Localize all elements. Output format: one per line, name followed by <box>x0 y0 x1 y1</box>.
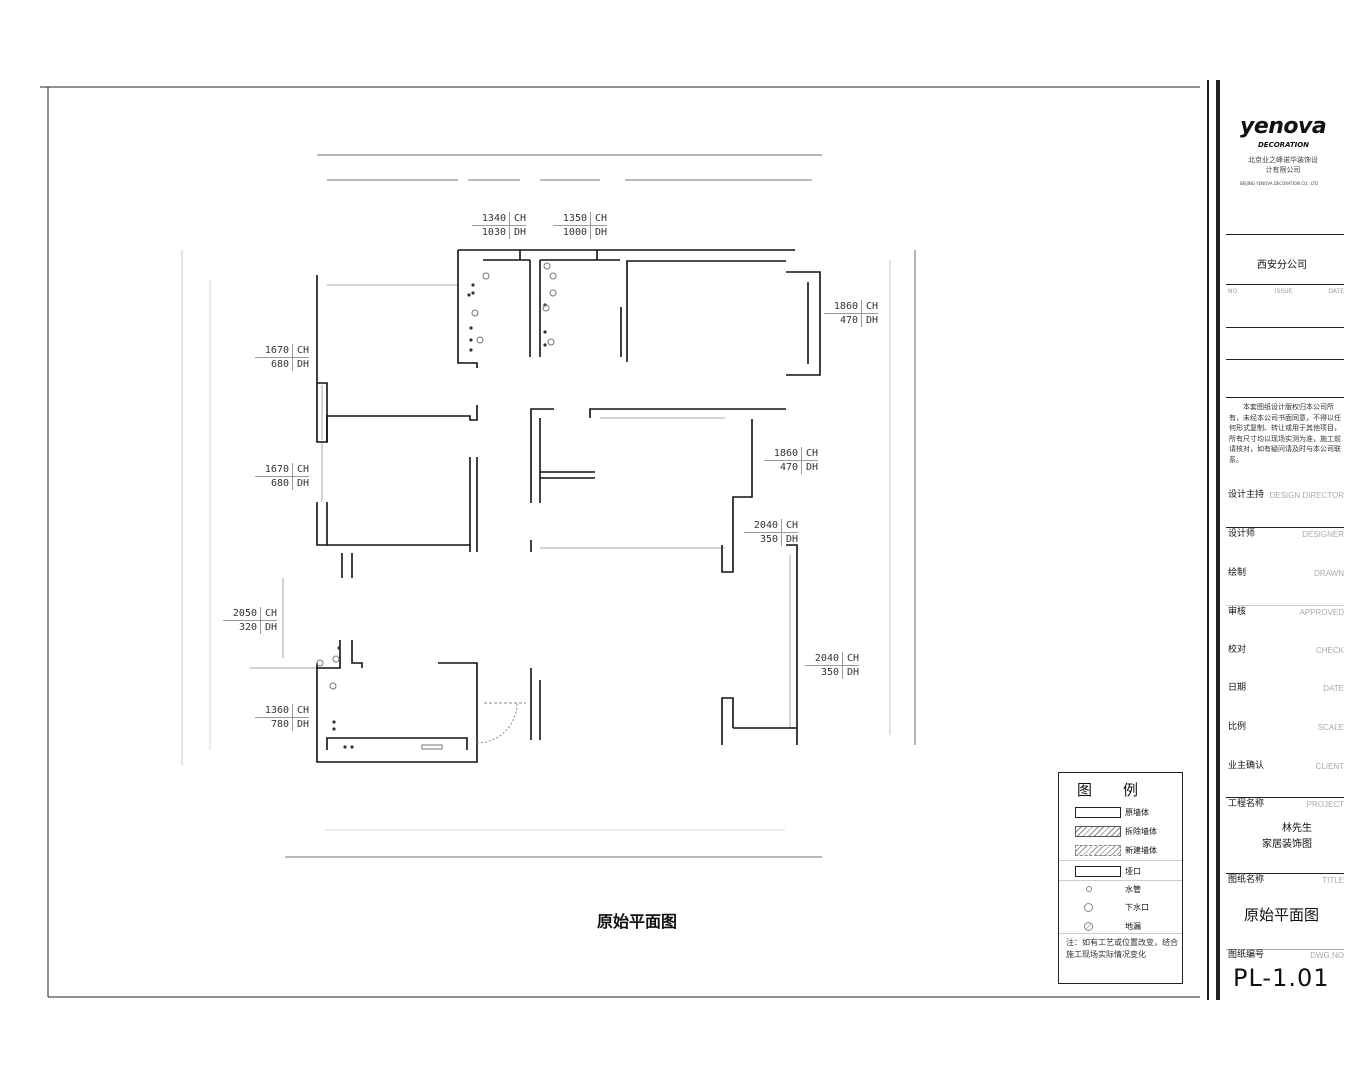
field-label: 比例 <box>1228 722 1247 732</box>
drain-outlet-icon <box>1084 903 1093 912</box>
company-logo: yenova <box>1240 114 1327 139</box>
opening-icon <box>1075 866 1121 877</box>
title-block-divider <box>1226 284 1344 285</box>
legend-label: 水管 <box>1125 885 1141 894</box>
field-value: APPROVED <box>1299 608 1344 617</box>
legend-divider <box>1059 880 1182 881</box>
company-name-en: BEIJING YENOVA DECORATION CO., LTD <box>1240 181 1319 186</box>
legend-label: 新建墙体 <box>1125 846 1157 855</box>
field-label: 审核 <box>1228 607 1247 617</box>
field-label: 设计师 <box>1228 529 1256 539</box>
legend-note: 注：如有工艺或位置改变，结合施工现场实际情况变化 <box>1066 938 1178 959</box>
field-label: 日期 <box>1228 683 1247 693</box>
project-label-en: PROJECT <box>1306 800 1344 809</box>
legend-divider <box>1059 860 1182 861</box>
title-block-divider <box>1226 327 1344 328</box>
number-label: 图纸编号 <box>1228 950 1265 960</box>
number-label-en: DWG.NO <box>1310 951 1344 960</box>
copyright-notice: 本套图纸设计版权归本公司所有，未经本公司书面同意，不得以任何形式复制、转让或用于… <box>1229 403 1341 464</box>
project-label: 工程名称 <box>1228 799 1265 809</box>
legend: 图 例 原墙体 拆除墙体 新建墙体 垭口 水管 下水口 地漏 注：如有工艺或位置… <box>1058 772 1183 984</box>
sheet-frame <box>40 80 1220 1000</box>
field-value: DATE <box>1323 684 1344 693</box>
original-wall-icon <box>1075 807 1121 818</box>
company-name-cn: 北京业之峰诺华装饰设计有限公司 <box>1248 156 1318 174</box>
window-lines <box>250 284 791 728</box>
legend-label: 下水口 <box>1125 903 1149 912</box>
title-block-divider <box>1226 234 1344 235</box>
revision-date: DATE <box>1328 288 1344 295</box>
field-value: DESIGN DIRECTOR <box>1269 491 1344 500</box>
legend-divider <box>1059 933 1182 934</box>
title-label: 图纸名称 <box>1228 875 1265 885</box>
sheet-title: 原始平面图 <box>1244 906 1320 924</box>
field-value: DRAWN <box>1314 569 1344 578</box>
legend-title: 图 例 <box>1077 781 1147 799</box>
door-swing <box>476 702 518 744</box>
legend-label: 垭口 <box>1125 867 1141 876</box>
field-value: SCALE <box>1317 723 1344 732</box>
title-block-divider <box>1226 797 1344 798</box>
dimension-lines <box>181 154 916 858</box>
field-label: 设计主持 <box>1228 490 1265 500</box>
field-value: CHECK <box>1315 646 1344 655</box>
legend-label: 地漏 <box>1125 922 1141 931</box>
new-wall-icon <box>1075 845 1121 856</box>
title-block-divider <box>1226 949 1344 950</box>
drawing-number: PL-1.01 <box>1233 964 1330 992</box>
floor-drain-icon <box>1084 922 1093 931</box>
walls <box>316 249 821 763</box>
field-label: 业主确认 <box>1228 761 1265 771</box>
water-pipe-icon <box>1086 886 1092 892</box>
field-value: DESIGNER <box>1302 530 1344 539</box>
title-label-en: TITLE <box>1322 876 1344 885</box>
project-name-line2: 家居装饰图 <box>1262 839 1312 850</box>
field-label: 校对 <box>1228 645 1247 655</box>
title-block-divider <box>1226 359 1344 360</box>
revision-no: NO. <box>1228 288 1239 295</box>
drawing-title: 原始平面图 <box>597 912 678 931</box>
legend-label: 拆除墙体 <box>1125 827 1157 836</box>
field-value: CLIENT <box>1315 762 1344 771</box>
branch-name: 西安分公司 <box>1257 260 1307 271</box>
project-name-line1: 林先生 <box>1282 823 1312 834</box>
logo-subtitle: DECORATION <box>1258 141 1310 149</box>
revision-issue: ISSUE <box>1274 288 1293 295</box>
drain-symbols <box>316 262 557 750</box>
title-block-divider <box>1226 605 1344 606</box>
title-block-divider <box>1226 527 1344 528</box>
field-label: 绘制 <box>1228 568 1247 578</box>
title-block-divider <box>1226 873 1344 874</box>
title-block-divider <box>1226 397 1344 398</box>
revision-header: NO. ISSUE DATE <box>1228 288 1344 295</box>
demolished-wall-icon <box>1075 826 1121 837</box>
plumbing-fixtures <box>332 283 547 749</box>
legend-label: 原墙体 <box>1125 808 1149 817</box>
